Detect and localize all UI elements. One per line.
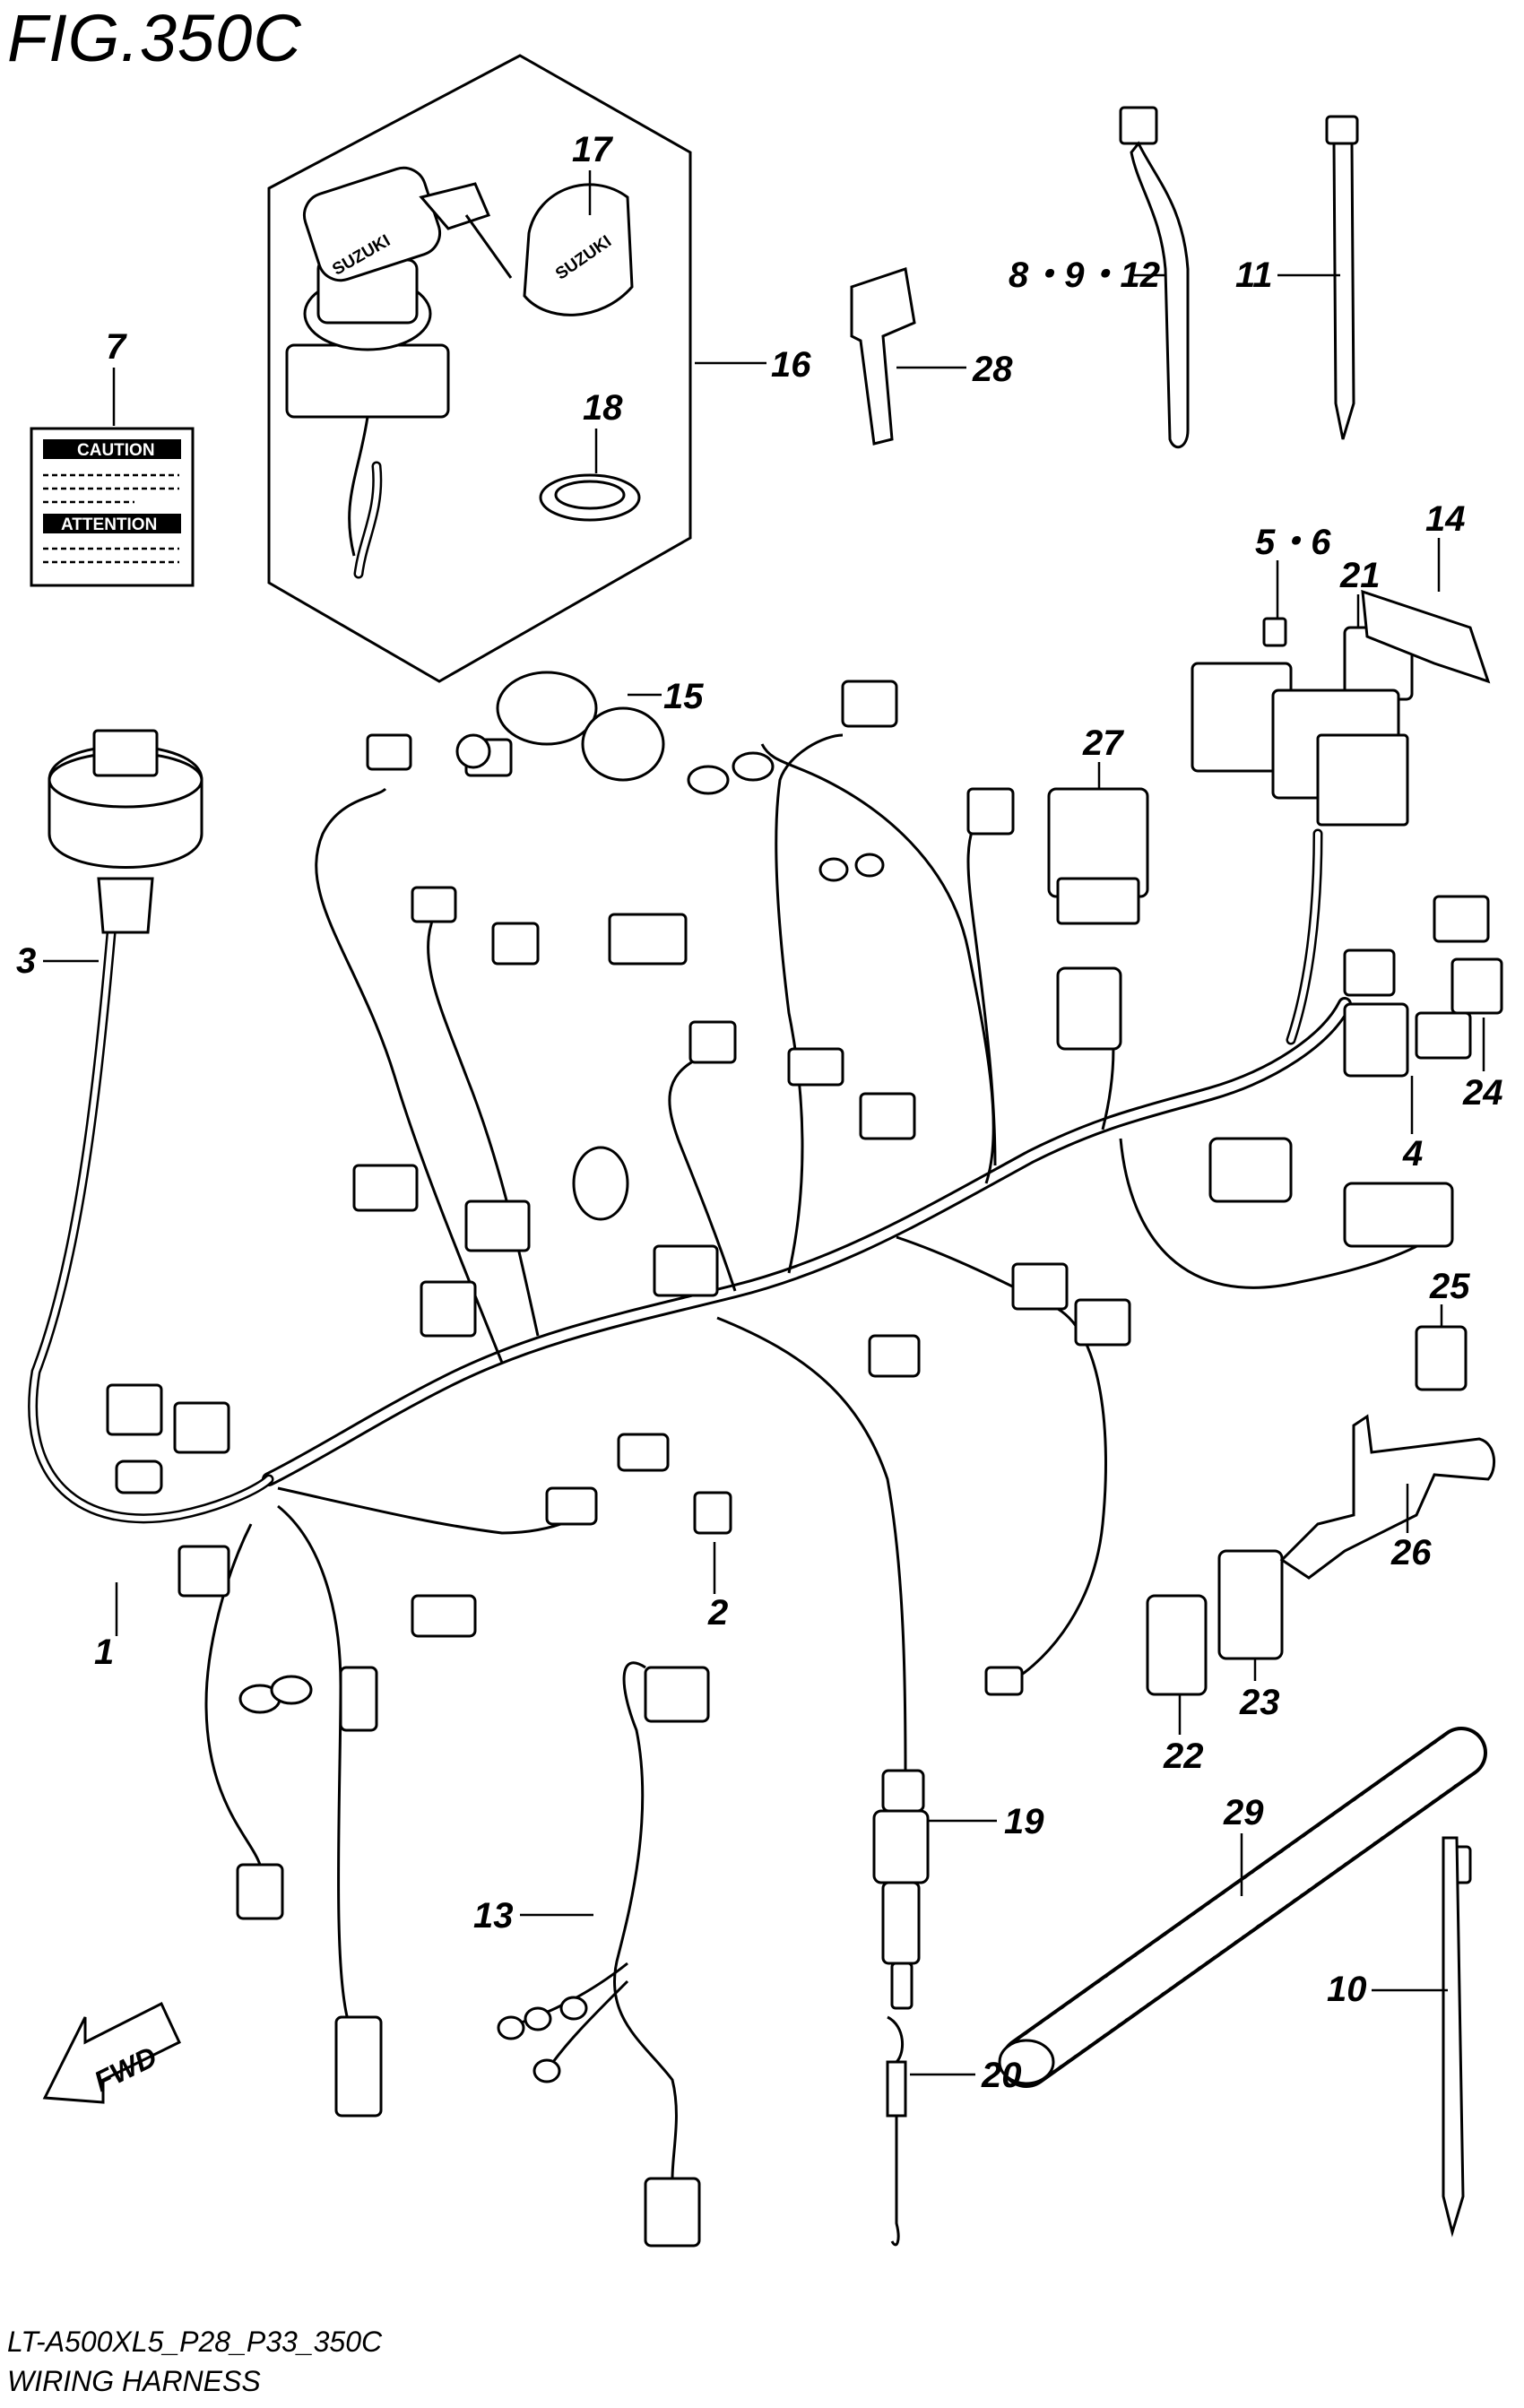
- callout-11: 11: [1235, 256, 1273, 295]
- callout-20: 20: [981, 2056, 1022, 2095]
- main-harness: [28, 671, 1503, 2118]
- callout-22: 22: [1163, 1737, 1204, 1776]
- callout-27: 27: [1082, 723, 1124, 763]
- corrugated-tube: [998, 1727, 1487, 2088]
- model-code: LT-A500XL5_P28_P33_350C: [7, 2326, 383, 2358]
- forward-direction-arrow: FWD: [42, 2001, 181, 2104]
- callout-4: 4: [1402, 1134, 1423, 1174]
- callout-18: 18: [583, 388, 623, 428]
- cable-ties: [1119, 106, 1472, 2238]
- fuse-relay-group: [1047, 589, 1491, 925]
- callout-26: 26: [1390, 1533, 1432, 1572]
- figure-title: FIG.350C: [7, 1, 302, 75]
- callout-1: 1: [94, 1633, 114, 1672]
- callout-2: 2: [707, 1593, 728, 1633]
- callout-25: 25: [1429, 1267, 1470, 1306]
- sub-harness-13: [497, 1661, 710, 2248]
- callout-19: 19: [1004, 1802, 1044, 1841]
- diagram-name: WIRING HARNESS: [7, 2365, 261, 2397]
- callout-23: 23: [1239, 1683, 1280, 1722]
- misc-connectors: [693, 1325, 1496, 1696]
- callout-3: 3: [16, 941, 36, 981]
- attention-text: ATTENTION: [61, 515, 157, 534]
- callout-29: 29: [1223, 1793, 1264, 1832]
- callout-28: 28: [972, 350, 1013, 389]
- callout-13: 13: [473, 1896, 514, 1936]
- o2-sensor-and-spring: [872, 1769, 930, 2247]
- caution-text: CAUTION: [77, 441, 155, 460]
- callout-7: 7: [106, 327, 127, 367]
- callout-15: 15: [663, 677, 704, 716]
- ignition-switch-assembly: SUZUKI SUZUKI: [267, 54, 692, 683]
- callout-21: 21: [1339, 556, 1381, 595]
- key-blank: [850, 267, 916, 446]
- caution-label-sticker: CAUTION ATTENTION: [30, 427, 195, 587]
- callout-24: 24: [1462, 1073, 1503, 1113]
- callout-14: 14: [1425, 499, 1466, 539]
- callout-5-6: 5・6: [1255, 523, 1331, 562]
- callouts: 1 2 3 4 5・6 7 8・9・12 10 11 13 14 15 16 1…: [16, 130, 1503, 2095]
- callout-10: 10: [1327, 1970, 1367, 2009]
- callout-17: 17: [572, 130, 613, 169]
- callout-16: 16: [771, 345, 811, 385]
